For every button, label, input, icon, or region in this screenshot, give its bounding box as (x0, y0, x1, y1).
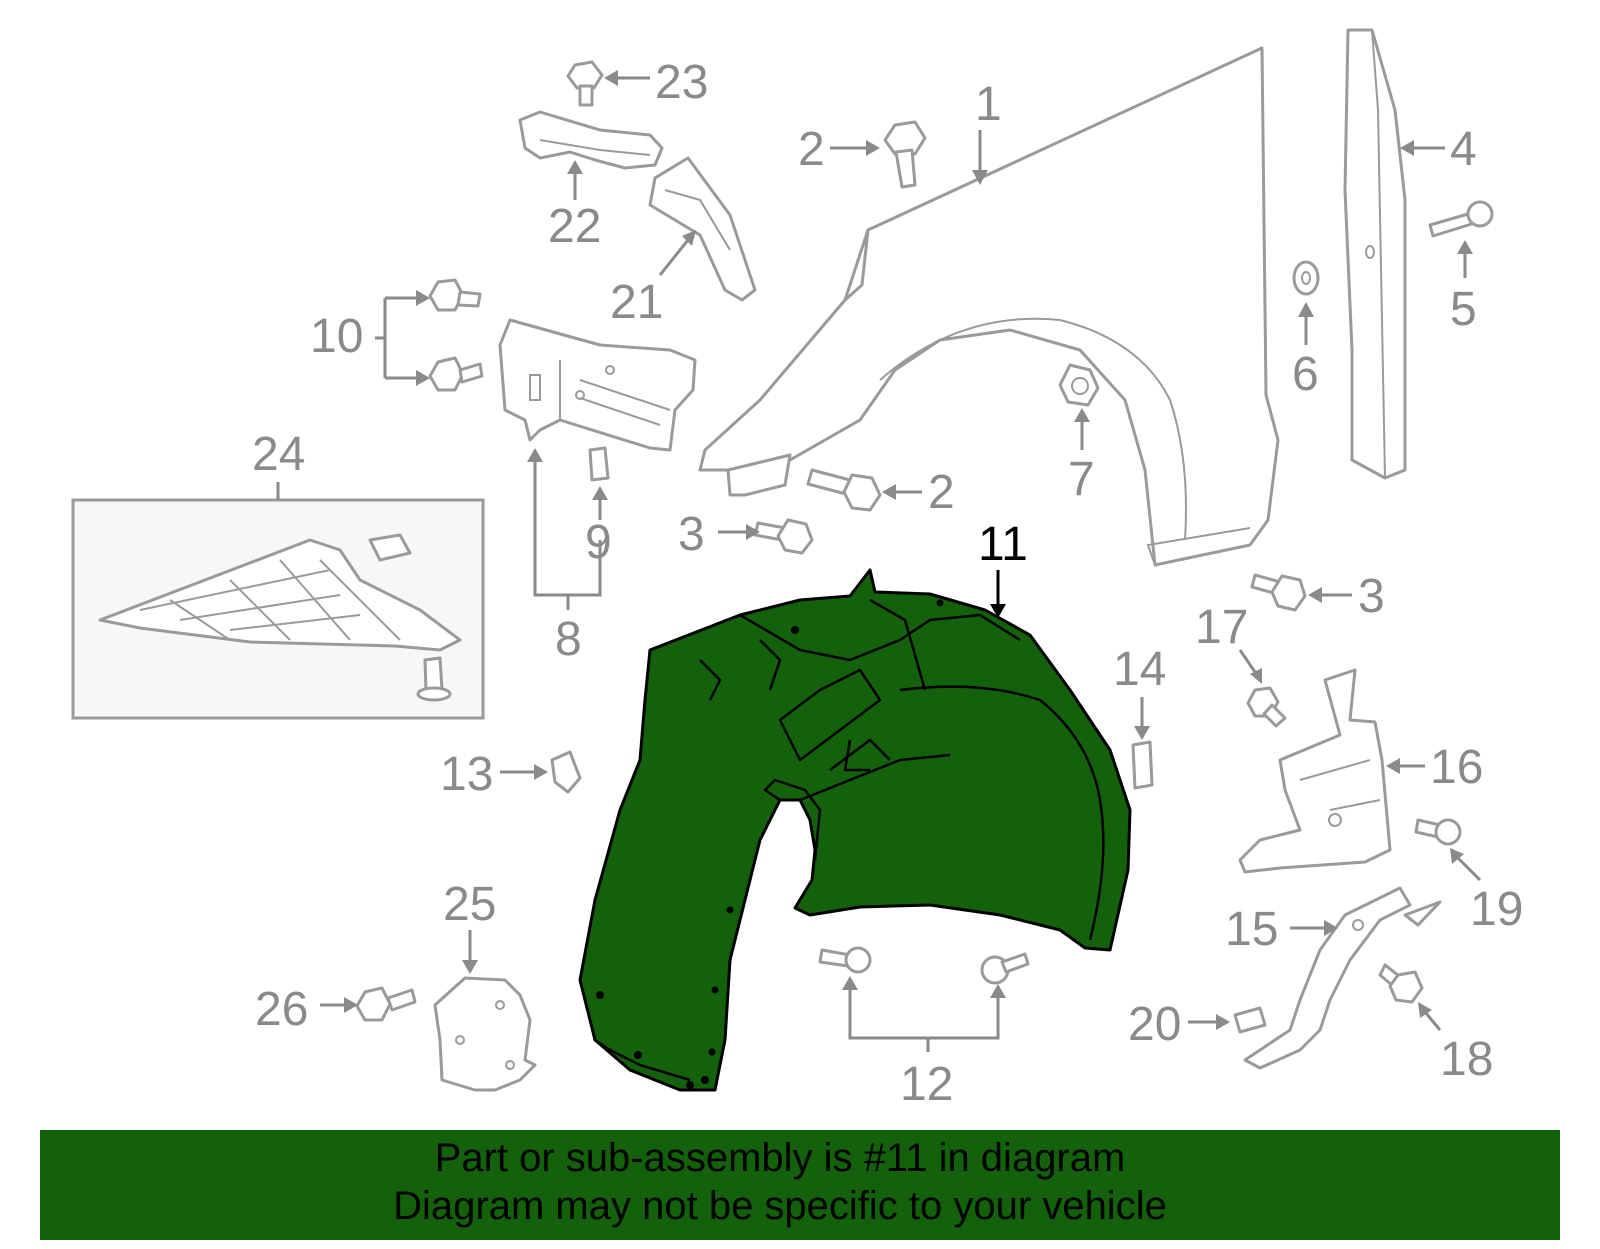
arrowhead-4 (1400, 140, 1414, 156)
info-banner: Part or sub-assembly is #11 in diagram D… (40, 1130, 1560, 1240)
bracket-part-8 (498, 318, 697, 452)
arrowhead-2-mid (882, 484, 896, 500)
arrowhead-21 (682, 230, 696, 246)
bolt-part-23 (566, 60, 604, 107)
banner-part-info: Part or sub-assembly is #11 in diagram (434, 1136, 1126, 1180)
callout-26: 26 (255, 983, 308, 1036)
arrowhead-6 (1298, 302, 1314, 317)
arrowhead-22 (567, 160, 583, 174)
callout-24: 24 (252, 428, 305, 481)
callout-2-mid: 2 (928, 466, 955, 519)
callout-16: 16 (1430, 741, 1483, 794)
leader-10 (375, 296, 418, 380)
leader-17 (1238, 649, 1257, 673)
callout-22: 22 (548, 200, 601, 253)
leader-8 (533, 460, 602, 610)
callout-9: 9 (585, 516, 612, 569)
callout-13: 13 (440, 748, 493, 801)
clip-part-13 (550, 750, 582, 794)
callout-10: 10 (310, 310, 363, 363)
callout-14: 14 (1113, 643, 1166, 696)
bolt-part-26 (355, 986, 417, 1022)
callout-21: 21 (610, 276, 663, 329)
arrowhead-5 (1457, 240, 1473, 254)
bolt-part-10-lower (428, 356, 484, 392)
fender-seal-part (1343, 28, 1407, 480)
clip-part-20 (1233, 1006, 1267, 1034)
callout-5: 5 (1450, 283, 1477, 336)
screw-part-5 (1428, 200, 1494, 238)
bolt-part-3-left (753, 518, 814, 555)
clip-part-14 (1131, 740, 1154, 790)
callout-15: 15 (1225, 903, 1278, 956)
bracket-part-22 (518, 110, 664, 170)
callout-18: 18 (1440, 1033, 1493, 1086)
arrowhead-3-left (746, 524, 760, 540)
callout-6: 6 (1292, 348, 1319, 401)
leader-19 (1456, 856, 1482, 882)
bolt-part-10-upper (428, 278, 482, 312)
bolt-part-12-right (980, 952, 1030, 985)
bolt-part-2-top (883, 120, 927, 189)
callout-8: 8 (555, 613, 582, 666)
leader-18 (1423, 1011, 1442, 1031)
leader-12 (848, 988, 1000, 1052)
bolt-part-12-left (818, 946, 872, 974)
callout-7: 7 (1068, 453, 1095, 506)
callout-20: 20 (1128, 998, 1181, 1051)
callout-3-left: 3 (678, 508, 705, 561)
arrowhead-23 (604, 70, 618, 86)
seal-part-21 (648, 156, 757, 302)
callout-3-right: 3 (1358, 570, 1385, 623)
callout-4: 4 (1450, 123, 1477, 176)
bracket-part-16 (1238, 668, 1392, 874)
nut-part-7 (1058, 363, 1100, 407)
bolt-part-17 (1246, 686, 1287, 728)
callout-17: 17 (1195, 601, 1248, 654)
bolt-part-18 (1378, 963, 1424, 1004)
callout-25: 25 (443, 878, 496, 931)
callout-1: 1 (975, 78, 1002, 131)
arrowhead-1 (972, 170, 988, 185)
callout-19: 19 (1470, 883, 1523, 936)
washer-part-6 (1292, 260, 1320, 296)
shield-part-25 (433, 976, 537, 1092)
bolt-part-3-right (1250, 573, 1307, 612)
bolt-part-19 (1414, 818, 1462, 846)
bolt-part-2-mid (806, 468, 882, 512)
callout-23: 23 (655, 56, 708, 109)
banner-disclaimer: Diagram may not be specific to your vehi… (393, 1184, 1167, 1228)
callout-11: 11 (978, 518, 1028, 571)
splash-shield-inset (71, 498, 485, 720)
arrowhead-2-top (866, 140, 880, 156)
arrowhead-3-right (1308, 587, 1322, 603)
callout-12: 12 (900, 1058, 953, 1111)
callout-2-top: 2 (798, 123, 825, 176)
clip-part-9 (588, 446, 610, 482)
fender-liner-part-11 (578, 568, 1132, 1092)
bracket-part-15 (1243, 886, 1442, 1070)
leader-21 (658, 239, 690, 276)
arrowhead-11 (990, 604, 1006, 618)
arrowhead-7 (1074, 408, 1090, 422)
fender-part (698, 46, 1280, 567)
